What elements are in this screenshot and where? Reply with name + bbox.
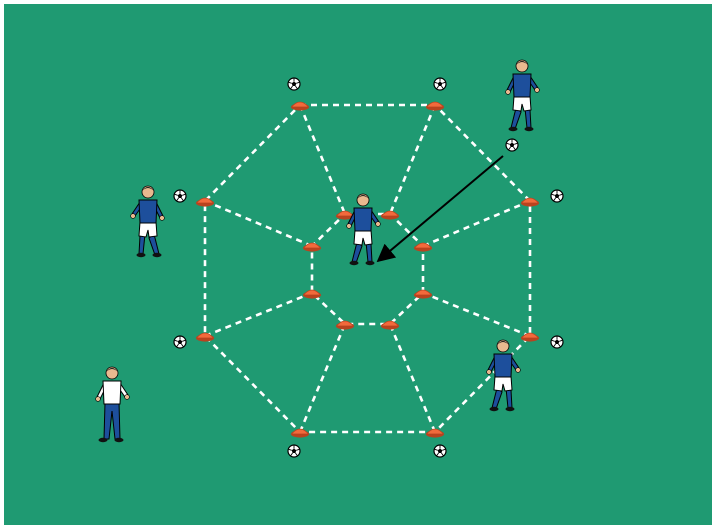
soccer-ball-icon xyxy=(288,78,300,90)
soccer-ball-icon xyxy=(434,445,446,457)
soccer-ball-icon xyxy=(174,336,186,348)
soccer-ball-icon xyxy=(551,190,563,202)
soccer-ball-icon xyxy=(506,139,518,151)
soccer-ball-icon xyxy=(434,78,446,90)
soccer-ball-icon xyxy=(551,336,563,348)
pitch xyxy=(3,3,713,526)
soccer-ball-icon xyxy=(174,190,186,202)
soccer-ball-icon xyxy=(288,445,300,457)
